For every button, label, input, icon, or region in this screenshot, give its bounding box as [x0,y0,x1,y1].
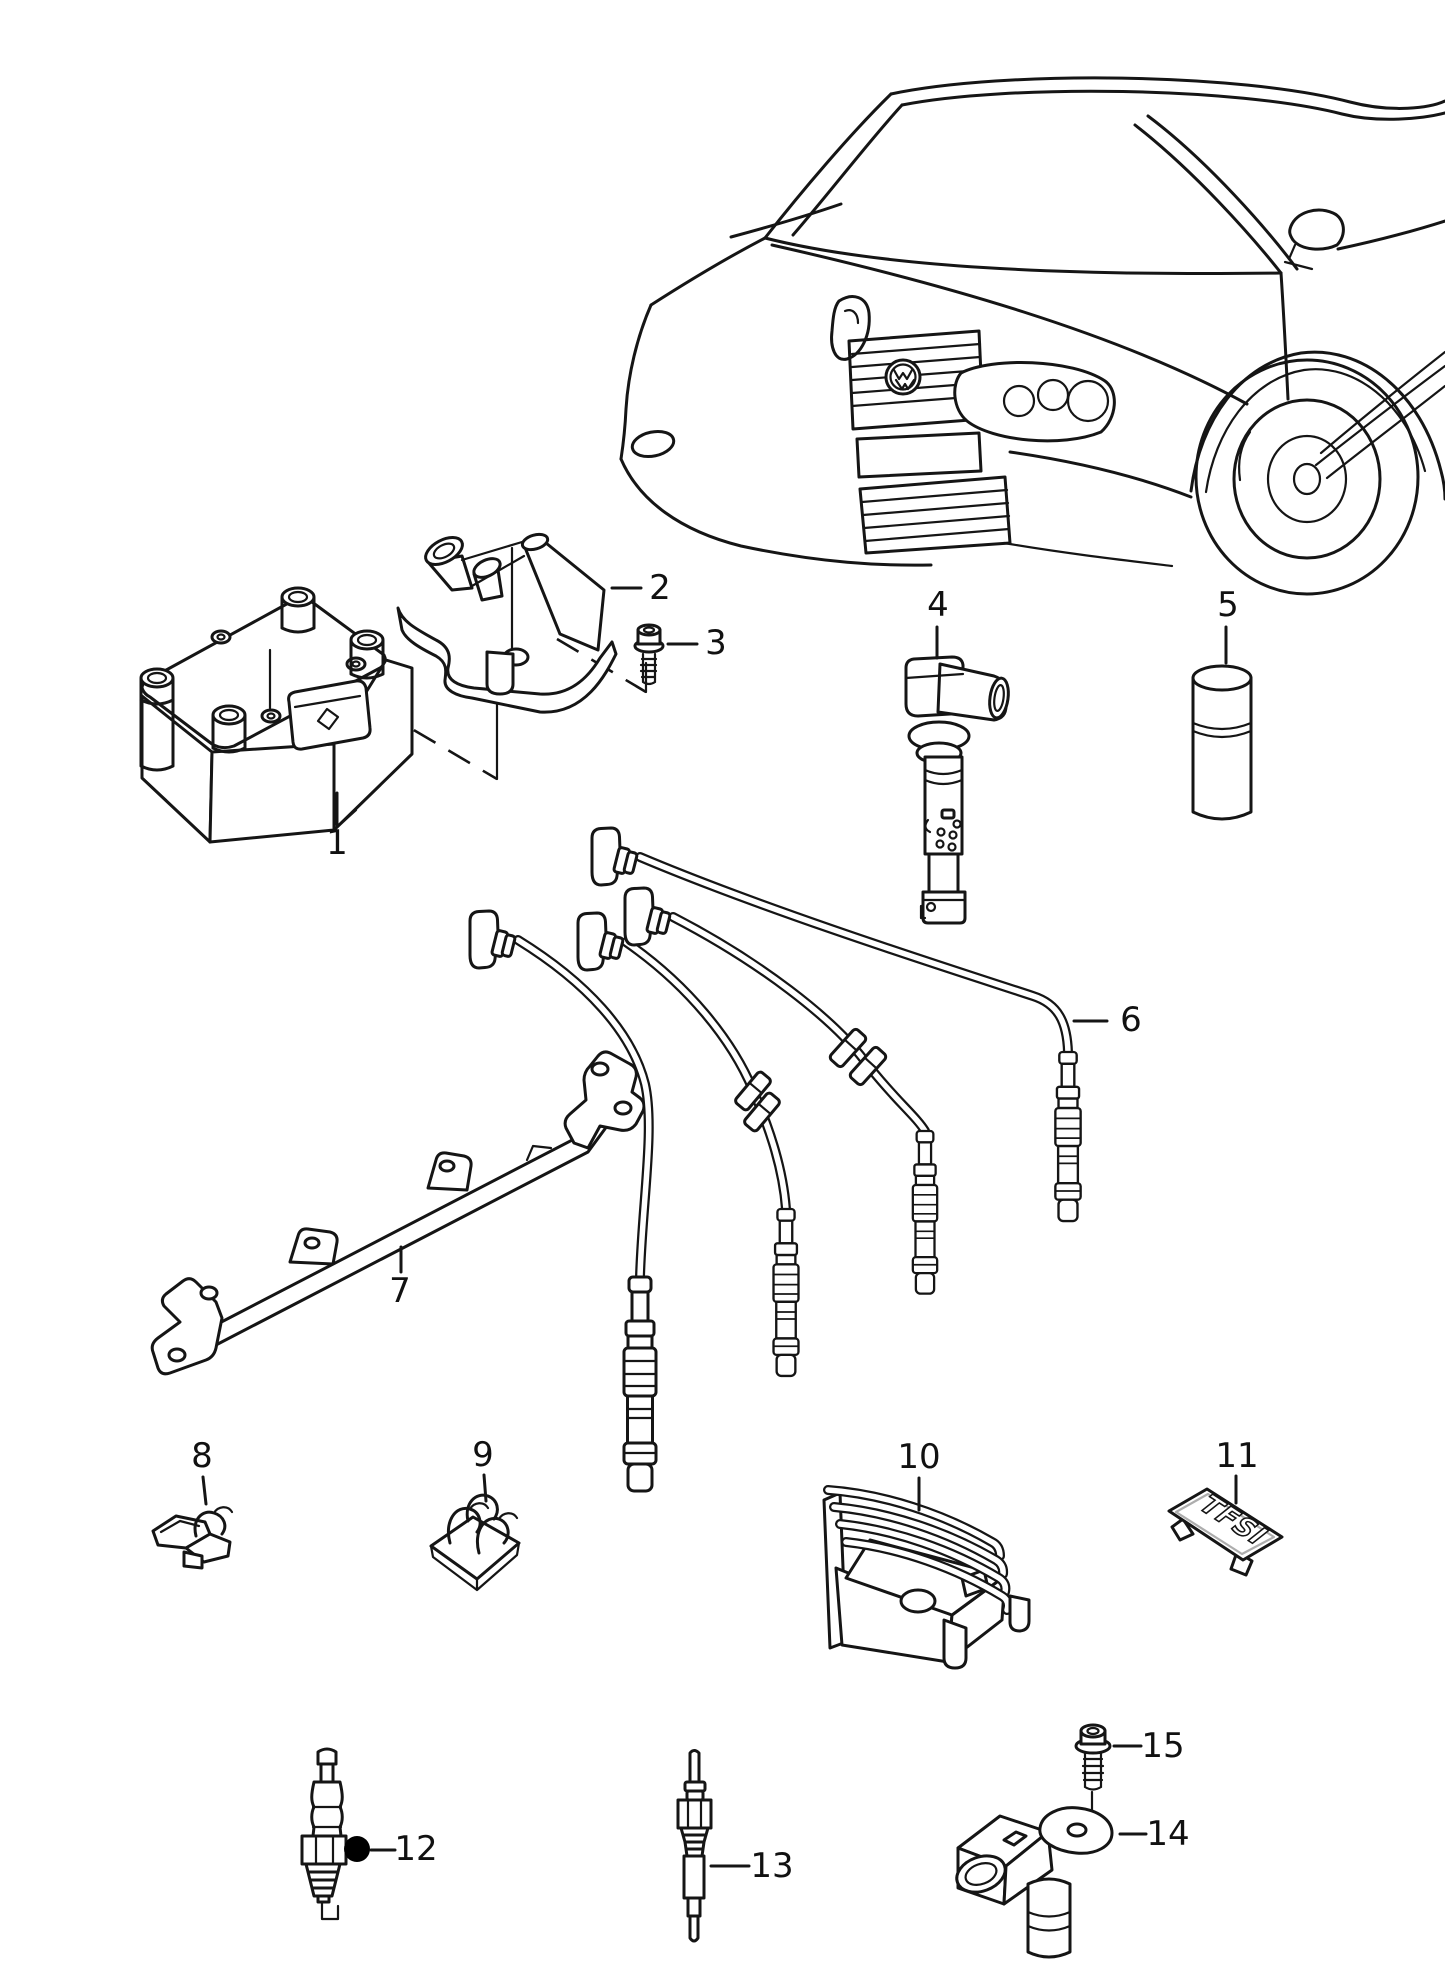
part-9-clip [429,1493,521,1592]
side-mirror [1288,208,1345,251]
car-illustration [619,76,1445,596]
callout-9: 9 [472,1435,494,1475]
part-4-ignition-coil [904,655,1010,925]
front-wheel [1189,350,1445,596]
callout-11: 11 [1215,1436,1259,1476]
license-plate [855,431,983,479]
callout-5: 5 [1217,585,1239,625]
callout-13: 13 [750,1846,794,1886]
fog-lamp [630,429,676,459]
part-1-ignition-coil-pack [139,586,414,844]
part-12-spark-plug [300,1747,370,1921]
cable-elbow [468,909,517,970]
callout-6: 6 [1120,1000,1142,1040]
right-headlight [953,361,1116,443]
callout-15: 15 [1141,1726,1185,1766]
part-14-position-sensor [955,1790,1114,1959]
coil-towers [139,586,385,772]
callout-3: 3 [705,623,727,663]
part-2-bracket [396,532,618,714]
part-3-bolt [633,623,665,686]
cable-elbow [623,886,672,947]
part-6-cable-set [468,826,1082,1493]
part-10-cable-holder [822,1485,1031,1670]
callout-4: 4 [927,585,949,625]
part-5-spray-can [1191,664,1253,821]
part-11-tfsi-badge: TFSI [1167,1487,1284,1577]
part-8-clip [151,1506,234,1570]
part-15-bolt [1074,1723,1112,1791]
left-headlamp [830,295,871,361]
callout-12: 12 [394,1829,438,1869]
callout-7: 7 [389,1271,411,1311]
front-bumper [619,429,1193,568]
callout-1: 1 [326,823,348,863]
leader-lines [201,586,1238,1868]
part-13-glow-plug [676,1749,713,1943]
callout-10: 10 [897,1437,941,1477]
callout-2: 2 [649,568,671,608]
cable-elbow [576,911,625,972]
part-7-rail-bracket [150,1050,646,1376]
cable-elbow [590,826,639,887]
callout-14: 14 [1146,1814,1190,1854]
selection-dot-marker [344,1836,370,1862]
callout-8: 8 [191,1436,213,1476]
